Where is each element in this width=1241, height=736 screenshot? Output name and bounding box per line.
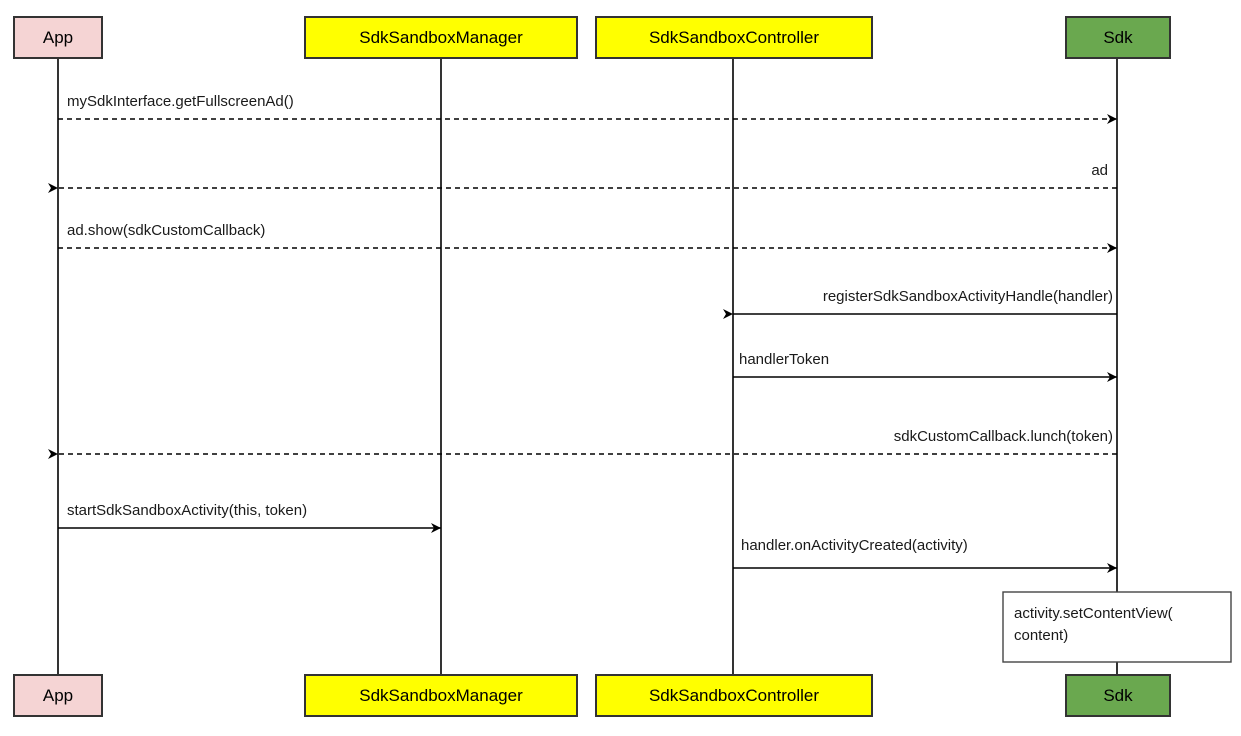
message-label-4: handlerToken (739, 351, 829, 368)
participant-label-controller-top: SdkSandboxController (649, 28, 819, 47)
lifelines-layer (57, 58, 1118, 675)
participant-manager-bottom[interactable]: SdkSandboxManager (304, 674, 578, 717)
message-label-0: mySdkInterface.getFullscreenAd() (67, 93, 294, 110)
notes-layer: activity.setContentView( content) (1002, 591, 1232, 663)
participant-label-controller-bottom: SdkSandboxController (649, 686, 819, 705)
participant-box-app-top[interactable] (13, 16, 103, 59)
participant-box-app-bottom[interactable] (13, 674, 103, 717)
participant-app-bottom[interactable]: App (13, 674, 103, 717)
participant-controller-bottom[interactable]: SdkSandboxController (595, 674, 873, 717)
set-content-view-note-box (1002, 591, 1232, 663)
participant-boxes-layer: AppAppSdkSandboxManagerSdkSandboxManager… (13, 16, 1171, 717)
participant-label-sdk-top: Sdk (1103, 28, 1133, 47)
message-label-1: ad (1091, 162, 1108, 179)
message-label-2: ad.show(sdkCustomCallback) (67, 222, 265, 239)
message-label-5: sdkCustomCallback.lunch(token) (894, 428, 1113, 445)
participant-label-sdk-bottom: Sdk (1103, 686, 1133, 705)
participant-box-controller-bottom[interactable] (595, 674, 873, 717)
participant-label-app-top: App (43, 28, 73, 47)
participant-controller-top[interactable]: SdkSandboxController (595, 16, 873, 59)
participant-label-manager-top: SdkSandboxManager (359, 28, 523, 47)
participant-sdk-bottom[interactable]: Sdk (1065, 674, 1171, 717)
participant-box-manager-bottom[interactable] (304, 674, 578, 717)
participant-box-sdk-top[interactable] (1065, 16, 1171, 59)
messages-layer: mySdkInterface.getFullscreenAd() ad ad.sho… (48, 93, 1117, 573)
participant-box-sdk-bottom[interactable] (1065, 674, 1171, 717)
message-label-3: registerSdkSandboxActivityHandle(handler… (823, 288, 1113, 305)
set-content-view-note-line-1: content) (1014, 627, 1068, 644)
participant-box-manager-top[interactable] (304, 16, 578, 59)
participant-manager-top[interactable]: SdkSandboxManager (304, 16, 578, 59)
participant-label-manager-bottom: SdkSandboxManager (359, 686, 523, 705)
message-label-7: handler.onActivityCreated(activity) (741, 537, 968, 554)
participant-box-controller-top[interactable] (595, 16, 873, 59)
message-label-6: startSdkSandboxActivity(this, token) (67, 502, 307, 519)
participant-app-top[interactable]: App (13, 16, 103, 59)
set-content-view-note-line-0: activity.setContentView( (1014, 605, 1173, 622)
participant-sdk-top[interactable]: Sdk (1065, 16, 1171, 59)
participant-label-app-bottom: App (43, 686, 73, 705)
